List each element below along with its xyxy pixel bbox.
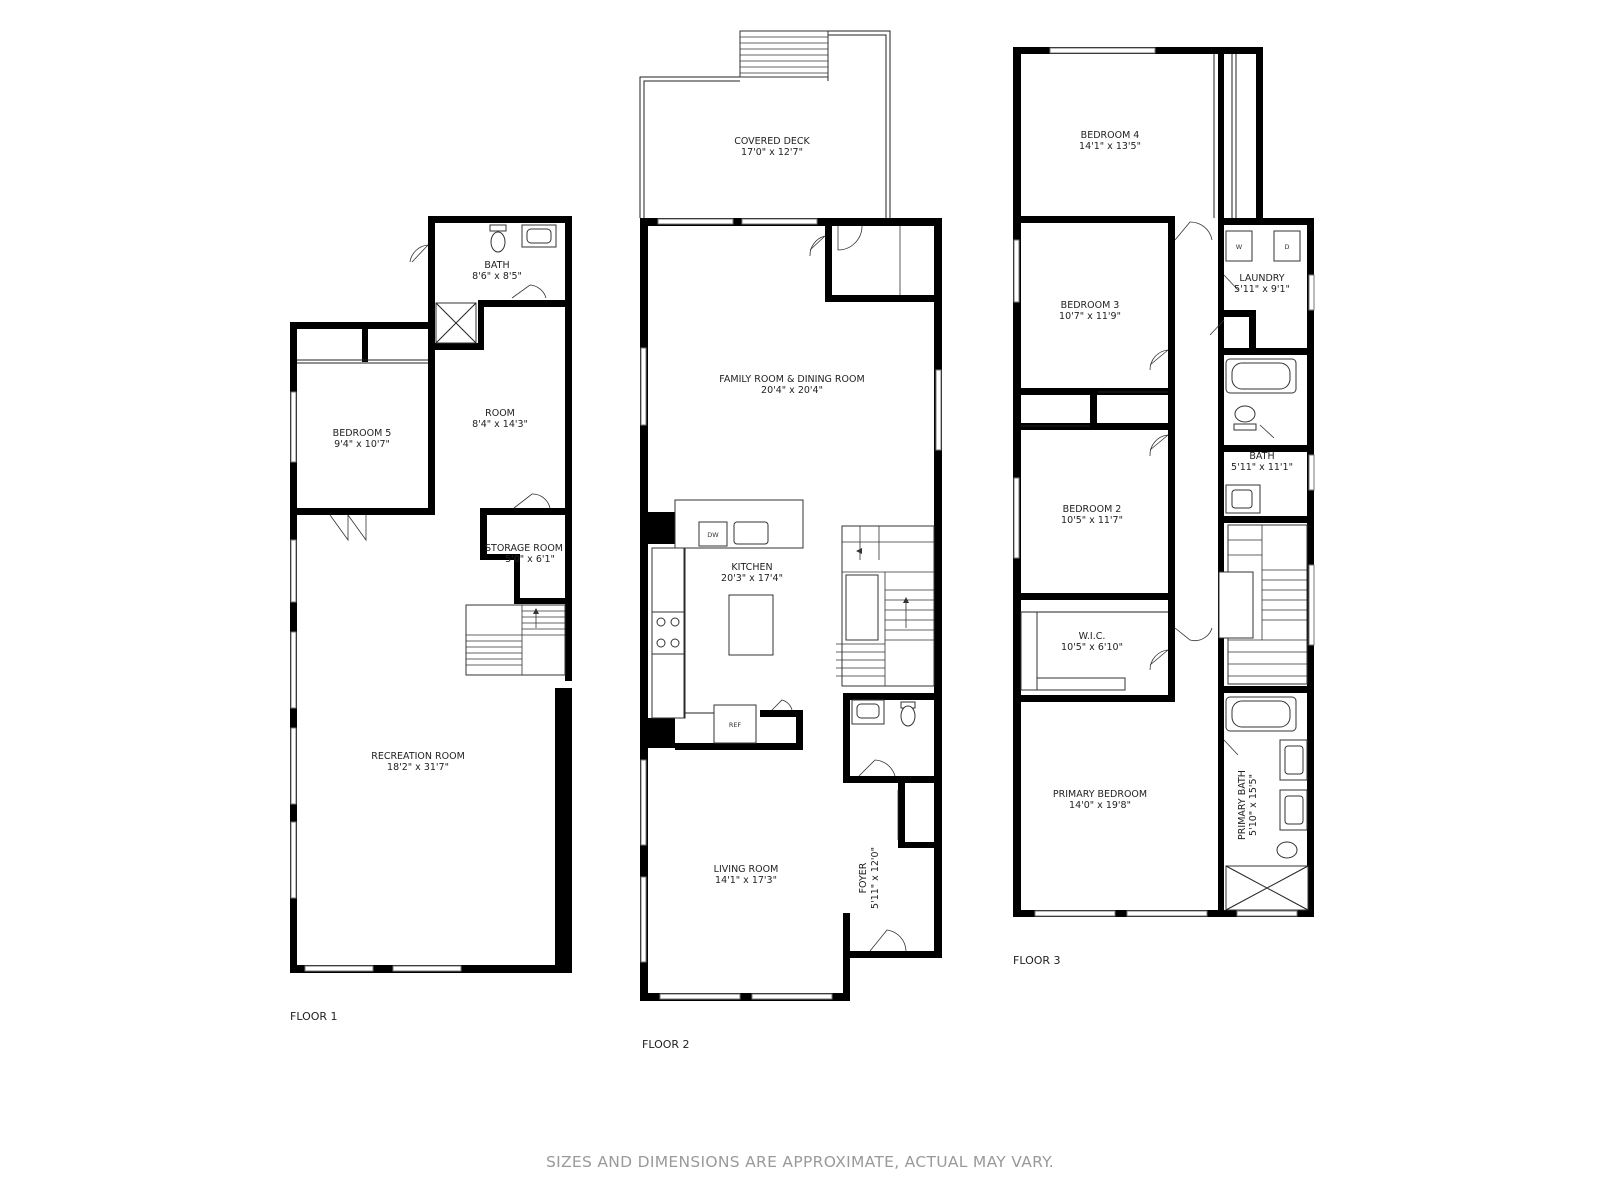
floor-1-label: FLOOR 1 xyxy=(290,1010,338,1023)
floor-1-plan: BATH 8'6" x 8'5" BEDROOM 5 9'4" x 10'7" … xyxy=(290,216,572,1023)
dishwasher-label: DW xyxy=(707,531,719,539)
floor-3-plan: BEDROOM 4 14'1" x 13'5" BEDROOM 3 10'7" … xyxy=(1013,47,1315,967)
room-size-family-dining: 20'4" x 20'4" xyxy=(761,385,823,396)
room-name-room: ROOM xyxy=(485,408,515,419)
room-size-room: 8'4" x 14'3" xyxy=(472,419,528,430)
room-name-storage-room: STORAGE ROOM xyxy=(485,543,563,554)
room-size-bedroom-2: 10'5" x 11'7" xyxy=(1061,515,1123,526)
room-size-bedroom-5: 9'4" x 10'7" xyxy=(334,439,390,450)
room-name-bedroom-4: BEDROOM 4 xyxy=(1081,130,1140,141)
room-name-wic: W.I.C. xyxy=(1079,631,1106,642)
room-name-bedroom-3: BEDROOM 3 xyxy=(1061,300,1120,311)
room-name-foyer: FOYER xyxy=(858,862,869,893)
room-name-bedroom-5: BEDROOM 5 xyxy=(333,428,392,439)
washer-label: W xyxy=(1236,243,1243,251)
room-name-primary-bedroom: PRIMARY BEDROOM xyxy=(1053,789,1147,800)
room-size-recreation-room: 18'2" x 31'7" xyxy=(387,762,449,773)
room-name-family-dining: FAMILY ROOM & DINING ROOM xyxy=(719,374,864,385)
room-size-covered-deck: 17'0" x 12'7" xyxy=(741,147,803,158)
room-name-laundry: LAUNDRY xyxy=(1239,273,1284,284)
room-name-f1-bath: BATH xyxy=(484,260,509,271)
room-size-f3-bath: 5'11" x 11'1" xyxy=(1231,462,1293,473)
floor-3-label: FLOOR 3 xyxy=(1013,954,1061,967)
room-size-laundry: 5'11" x 9'1" xyxy=(1234,284,1290,295)
room-name-bedroom-2: BEDROOM 2 xyxy=(1063,504,1122,515)
room-name-primary-bath: PRIMARY BATH xyxy=(1237,770,1248,840)
room-size-foyer: 5'11" x 12'0" xyxy=(870,847,881,909)
room-size-primary-bedroom: 14'0" x 19'8" xyxy=(1069,800,1131,811)
floor-2-label: FLOOR 2 xyxy=(642,1038,690,1051)
room-size-wic: 10'5" x 6'10" xyxy=(1061,642,1123,653)
room-name-f3-bath: BATH xyxy=(1249,451,1274,462)
room-name-recreation-room: RECREATION ROOM xyxy=(371,751,465,762)
room-size-f1-bath: 8'6" x 8'5" xyxy=(472,271,522,282)
room-size-living-room: 14'1" x 17'3" xyxy=(715,875,777,886)
room-name-kitchen: KITCHEN xyxy=(731,562,772,573)
floor-2-plan: COVERED DECK 17'0" x 12'7" FAMILY ROOM &… xyxy=(639,30,942,1051)
room-size-bedroom-3: 10'7" x 11'9" xyxy=(1059,311,1121,322)
dryer-label: D xyxy=(1284,243,1289,251)
room-name-living-room: LIVING ROOM xyxy=(714,864,779,875)
room-size-kitchen: 20'3" x 17'4" xyxy=(721,573,783,584)
room-name-covered-deck: COVERED DECK xyxy=(734,136,810,147)
disclaimer-text: SIZES AND DIMENSIONS ARE APPROXIMATE, AC… xyxy=(546,1153,1054,1171)
room-size-primary-bath: 5'10" x 15'5" xyxy=(1248,774,1259,836)
room-size-bedroom-4: 14'1" x 13'5" xyxy=(1079,141,1141,152)
refrigerator-label: REF xyxy=(729,721,742,729)
room-size-storage-room: 5'0" x 6'1" xyxy=(505,554,555,565)
